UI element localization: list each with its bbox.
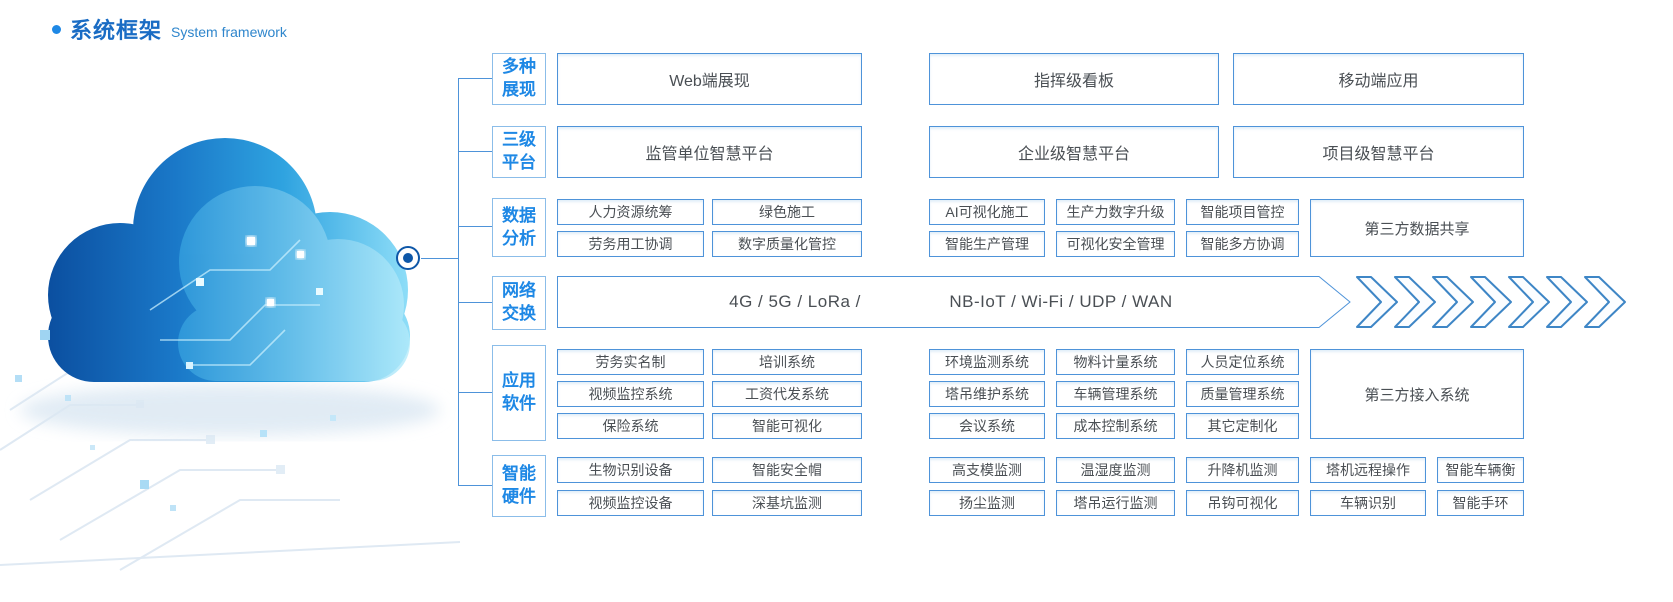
box-quality-mgmt-system: 质量管理系统 xyxy=(1186,381,1299,407)
chevron-icon xyxy=(1356,276,1398,328)
box-smart-visualization: 智能可视化 xyxy=(712,413,862,439)
box-dust-monitoring: 扬尘监测 xyxy=(929,490,1045,516)
box-enterprise-platform: 企业级智慧平台 xyxy=(929,126,1219,178)
box-high-formwork-monitoring: 高支模监测 xyxy=(929,457,1045,483)
branch-line-display xyxy=(458,78,492,79)
box-hook-visualization: 吊钩可视化 xyxy=(1186,490,1299,516)
category-label-line: 三级 xyxy=(502,130,536,150)
box-hr-overall: 人力资源统筹 xyxy=(557,199,704,225)
category-label-line: 软件 xyxy=(502,394,536,413)
category-label-line: 网络 xyxy=(502,281,536,301)
box-deep-pit-monitoring: 深基坑监测 xyxy=(712,490,862,516)
category-label-line: 交换 xyxy=(502,304,536,323)
scatter-squares xyxy=(15,330,336,511)
box-other-customization: 其它定制化 xyxy=(1186,413,1299,439)
category-network-exchange: 网络 交换 xyxy=(492,276,546,330)
category-label-line: 数据 xyxy=(502,205,536,225)
box-mobile-app: 移动端应用 xyxy=(1233,53,1524,105)
category-label-line: 硬件 xyxy=(502,487,536,506)
chevron-icon xyxy=(1470,276,1512,328)
network-protocols-2: NB-IoT / Wi-Fi / UDP / WAN xyxy=(949,292,1173,311)
chevron-icon xyxy=(1584,276,1626,328)
category-label-line: 多种 xyxy=(502,57,536,77)
box-ai-visual-construction: AI可视化施工 xyxy=(929,199,1045,225)
box-visual-safety-mgmt: 可视化安全管理 xyxy=(1056,231,1175,257)
box-temp-humidity-monitoring: 温湿度监测 xyxy=(1056,457,1175,483)
box-vehicle-mgmt-system: 车辆管理系统 xyxy=(1056,381,1175,407)
category-label-line: 平台 xyxy=(502,153,536,172)
box-training-system: 培训系统 xyxy=(712,349,862,375)
cloud-glow-squares xyxy=(186,236,323,369)
category-label-line: 智能 xyxy=(502,464,536,484)
box-video-surveillance-system: 视频监控系统 xyxy=(557,381,704,407)
box-productivity-upgrade: 生产力数字升级 xyxy=(1056,199,1175,225)
category-label-line: 应用 xyxy=(502,371,536,391)
cloud-illustration xyxy=(0,138,461,571)
background-circuit-lines xyxy=(0,364,461,571)
box-personnel-positioning-system: 人员定位系统 xyxy=(1186,349,1299,375)
box-tower-crane-remote-operation: 塔机远程操作 xyxy=(1310,457,1426,483)
network-band-shape xyxy=(557,276,1351,328)
tree-trunk-line xyxy=(458,78,459,486)
chevron-icon xyxy=(1508,276,1550,328)
category-three-level-platform: 三级 平台 xyxy=(492,126,546,178)
box-material-metering-system: 物料计量系统 xyxy=(1056,349,1175,375)
box-labor-coordination: 劳务用工协调 xyxy=(557,231,704,257)
box-smart-vehicle-scale: 智能车辆衡 xyxy=(1437,457,1524,483)
box-tower-crane-maintenance-system: 塔吊维护系统 xyxy=(929,381,1045,407)
box-digital-quality-control: 数字质量化管控 xyxy=(712,231,862,257)
chevron-arrows xyxy=(1356,276,1626,328)
node-dot xyxy=(403,253,413,263)
box-smart-multiparty-coordination: 智能多方协调 xyxy=(1186,231,1299,257)
category-multi-display: 多种 展现 xyxy=(492,53,546,105)
box-smart-project-control: 智能项目管控 xyxy=(1186,199,1299,225)
box-meeting-system: 会议系统 xyxy=(929,413,1045,439)
box-third-party-data-sharing: 第三方数据共享 xyxy=(1310,199,1524,257)
category-smart-hardware: 智能 硬件 xyxy=(492,455,546,517)
category-application-software: 应用 软件 xyxy=(492,345,546,441)
box-third-party-access-system: 第三方接入系统 xyxy=(1310,349,1524,439)
box-command-dashboard: 指挥级看板 xyxy=(929,53,1219,105)
box-web-display: Web端展现 xyxy=(557,53,862,105)
network-protocols-1: 4G / 5G / LoRa / xyxy=(729,292,861,311)
box-project-platform: 项目级智慧平台 xyxy=(1233,126,1524,178)
page-title-en: System framework xyxy=(171,24,287,40)
box-tower-crane-operation-monitoring: 塔吊运行监测 xyxy=(1056,490,1175,516)
box-green-construction: 绿色施工 xyxy=(712,199,862,225)
box-regulator-platform: 监管单位智慧平台 xyxy=(557,126,862,178)
box-video-surveillance-device: 视频监控设备 xyxy=(557,490,704,516)
box-vehicle-recognition: 车辆识别 xyxy=(1310,490,1426,516)
box-labor-real-name: 劳务实名制 xyxy=(557,349,704,375)
cloud-front-lobe xyxy=(178,186,410,381)
box-salary-payment-system: 工资代发系统 xyxy=(712,381,862,407)
network-band: 4G / 5G / LoRa / NB-IoT / Wi-Fi / UDP / … xyxy=(557,276,1357,328)
node-connector-line xyxy=(421,258,458,259)
box-smart-wristband: 智能手环 xyxy=(1437,490,1524,516)
page-title: 系统框架 System framework xyxy=(52,13,287,45)
box-biometric-device: 生物识别设备 xyxy=(557,457,704,483)
box-smart-helmet: 智能安全帽 xyxy=(712,457,862,483)
page-title-zh: 系统框架 xyxy=(70,18,163,43)
chevron-icon xyxy=(1394,276,1436,328)
branch-line-hardware xyxy=(458,485,492,486)
box-insurance-system: 保险系统 xyxy=(557,413,704,439)
branch-line-network xyxy=(458,302,492,303)
chevron-icon xyxy=(1432,276,1474,328)
branch-line-data xyxy=(458,226,492,227)
category-label-line: 展现 xyxy=(502,80,536,99)
box-env-monitoring-system: 环境监测系统 xyxy=(929,349,1045,375)
chevron-icon xyxy=(1546,276,1588,328)
box-hoist-monitoring: 升降机监测 xyxy=(1186,457,1299,483)
bullet-icon xyxy=(52,24,61,34)
cloud-connector-node xyxy=(396,246,420,270)
cloud-shadow xyxy=(20,384,440,436)
box-cost-control-system: 成本控制系统 xyxy=(1056,413,1175,439)
branch-line-platform xyxy=(458,151,492,152)
category-data-analysis: 数据 分析 xyxy=(492,198,546,257)
branch-line-software xyxy=(458,392,492,393)
cloud-circuit-lines xyxy=(149,239,320,366)
category-label-line: 分析 xyxy=(502,228,536,248)
box-smart-production-mgmt: 智能生产管理 xyxy=(929,231,1045,257)
